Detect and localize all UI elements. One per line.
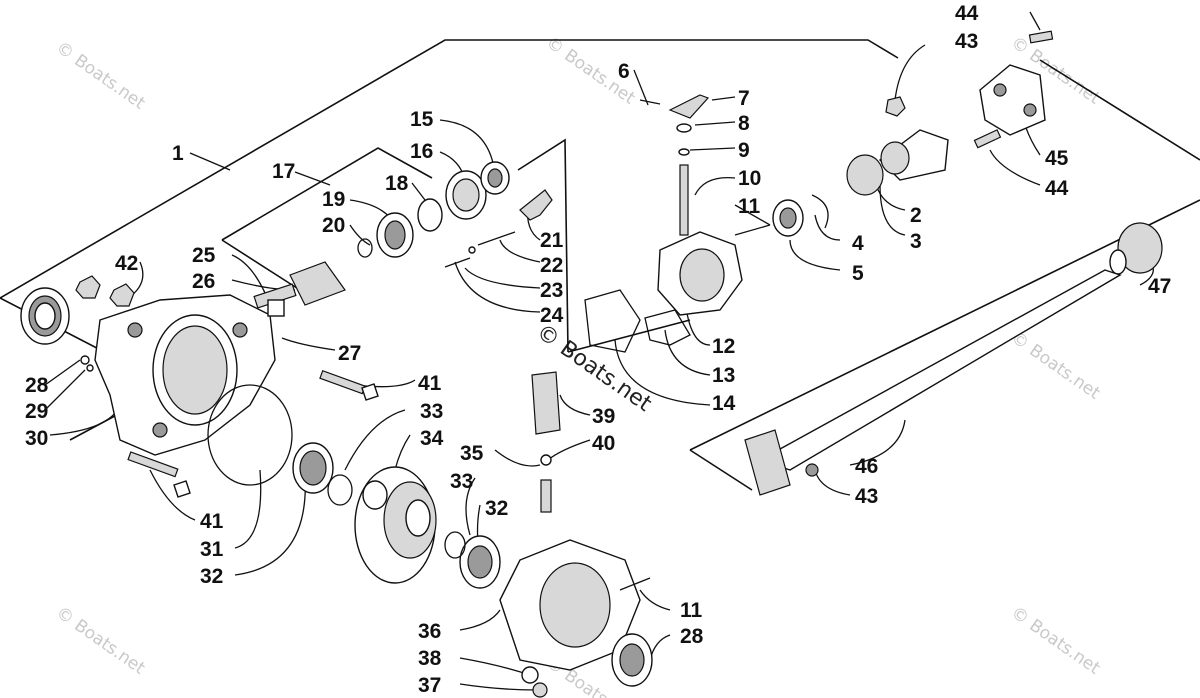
callout-18: 18 — [385, 172, 409, 195]
callout-1: 1 — [172, 142, 184, 165]
breather-fitting — [540, 479, 552, 513]
spring — [444, 257, 471, 268]
callout-2: 2 — [910, 204, 922, 227]
watermark: © Boats.net — [52, 38, 149, 114]
o-ring — [207, 384, 293, 486]
callout-39: 39 — [592, 405, 615, 428]
callout-27: 27 — [338, 342, 361, 365]
bolt — [127, 451, 179, 478]
boot — [1117, 222, 1163, 274]
callout-15: 15 — [410, 108, 434, 131]
callout-29: 29 — [25, 400, 48, 423]
callout-34: 34 — [420, 427, 444, 450]
pinion-gear — [289, 261, 346, 306]
callout-19: 19 — [322, 188, 345, 211]
callout-4: 4 — [852, 232, 864, 255]
shift-lever — [668, 94, 710, 119]
bolt — [734, 224, 771, 236]
snap-ring — [811, 194, 829, 229]
drive-shaft — [758, 269, 1122, 471]
callout-36: 36 — [418, 620, 441, 643]
nut — [805, 463, 819, 477]
callout-16: 16 — [410, 140, 433, 163]
callout-44: 44 — [955, 2, 979, 25]
callout-33: 33 — [420, 400, 443, 423]
callout-35: 35 — [460, 442, 484, 465]
callout-33: 33 — [450, 470, 473, 493]
callout-32: 32 — [485, 497, 508, 520]
drain-plug — [532, 682, 548, 698]
watermark: © Boats.net — [52, 603, 149, 679]
callout-9: 9 — [738, 139, 750, 162]
callout-13: 13 — [712, 364, 735, 387]
callout-41: 41 — [418, 372, 442, 395]
bolt — [319, 369, 366, 395]
breather-boot — [531, 371, 561, 435]
callout-8: 8 — [738, 112, 750, 135]
callout-46: 46 — [855, 455, 878, 478]
callout-10: 10 — [738, 167, 761, 190]
callout-5: 5 — [852, 262, 864, 285]
callout-47: 47 — [1148, 275, 1171, 298]
callout-24: 24 — [540, 304, 564, 327]
clamp — [540, 454, 552, 466]
bolt — [973, 129, 1002, 149]
callout-32: 32 — [200, 565, 223, 588]
callout-14: 14 — [712, 392, 736, 415]
nut — [109, 283, 135, 307]
callout-3: 3 — [910, 230, 922, 253]
nut — [75, 275, 101, 299]
bolt — [619, 577, 651, 591]
spacer — [846, 154, 884, 196]
callout-20: 20 — [322, 214, 345, 237]
nut — [885, 96, 906, 117]
callout-44: 44 — [1045, 177, 1069, 200]
gasket — [644, 309, 691, 346]
callout-21: 21 — [540, 229, 564, 252]
callout-37: 37 — [418, 674, 441, 697]
callout-30: 30 — [25, 427, 48, 450]
bolt — [1028, 30, 1054, 44]
callout-22: 22 — [540, 254, 563, 277]
callout-38: 38 — [418, 647, 442, 670]
callout-40: 40 — [592, 432, 615, 455]
watermark: © Boats.net — [1007, 328, 1104, 404]
callout-7: 7 — [738, 87, 750, 110]
watermark: © Boats.net — [1007, 603, 1104, 679]
screw — [639, 99, 661, 105]
callout-41: 41 — [200, 510, 224, 533]
callout-42: 42 — [115, 252, 138, 275]
callout-6: 6 — [618, 60, 630, 83]
gasket — [584, 289, 641, 353]
callout-numbers: 1 2 3 4 5 6 7 8 9 10 11 12 13 14 15 16 1… — [25, 2, 1171, 697]
callout-11: 11 — [680, 599, 703, 622]
collar — [417, 198, 443, 232]
callout-28: 28 — [680, 625, 704, 648]
callout-43: 43 — [955, 30, 978, 53]
callout-25: 25 — [192, 244, 216, 267]
washer — [80, 355, 90, 365]
callout-28: 28 — [25, 374, 49, 397]
callout-31: 31 — [200, 538, 224, 561]
callout-45: 45 — [1045, 147, 1069, 170]
washer — [676, 123, 692, 133]
shift-fork — [519, 189, 553, 221]
callout-11: 11 — [738, 195, 761, 218]
shift-shaft — [679, 164, 689, 236]
mounting-bracket — [979, 64, 1046, 136]
callout-43: 43 — [855, 485, 878, 508]
callout-23: 23 — [540, 279, 563, 302]
callout-17: 17 — [272, 160, 295, 183]
parts — [20, 30, 1163, 698]
washer — [521, 666, 539, 684]
callout-26: 26 — [192, 270, 215, 293]
callout-12: 12 — [712, 335, 735, 358]
